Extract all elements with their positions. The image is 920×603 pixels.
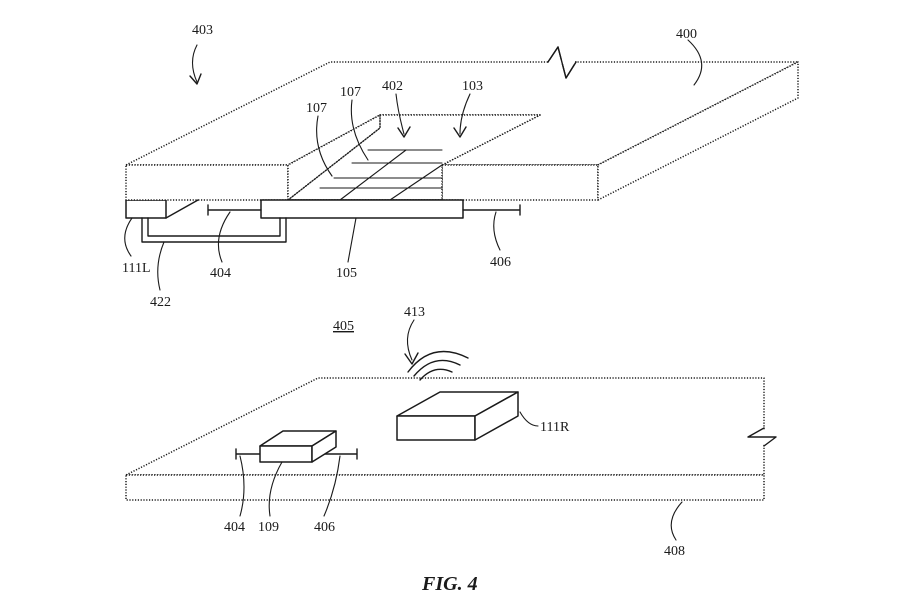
- label-404-top: 404: [210, 266, 231, 281]
- leader-400: [687, 39, 703, 86]
- label-400: 400: [676, 27, 697, 42]
- bracket-404-bottom: [235, 448, 263, 460]
- signal-arc-3: [407, 350, 469, 373]
- housing-left-front-face: [125, 164, 289, 201]
- bracket-404-top: [207, 204, 262, 216]
- leader-403: [191, 44, 198, 83]
- label-109: 109: [258, 520, 279, 535]
- label-107-a: 107: [306, 101, 327, 116]
- cell-grid-line-5: [389, 164, 443, 201]
- leader-413: [406, 319, 415, 361]
- chip-111R-front: [396, 415, 476, 441]
- chip-109-side: [311, 430, 337, 463]
- label-105: 105: [336, 266, 357, 281]
- label-422: 422: [150, 295, 171, 310]
- arrow-402-head: [397, 126, 411, 138]
- leader-111L: [124, 217, 133, 257]
- cell-grid-line-4: [339, 149, 407, 201]
- chip-109: [235, 430, 358, 463]
- label-403: 403: [192, 23, 213, 38]
- reference-labels: 403 400 107 107 402 103 111L 422 404 105…: [122, 23, 697, 595]
- wireless-signal-413: [407, 350, 469, 381]
- label-107-b: 107: [340, 85, 361, 100]
- housing-right-front-face: [441, 164, 599, 201]
- leader-111R: [519, 411, 539, 427]
- label-111L: 111L: [122, 261, 151, 276]
- leader-402: [395, 93, 405, 135]
- recess-back-wall: [287, 114, 541, 201]
- recess-103: [287, 114, 541, 201]
- leader-105: [347, 217, 357, 263]
- leader-422: [157, 241, 165, 291]
- label-406-bottom: 406: [314, 520, 335, 535]
- label-406-top: 406: [490, 255, 511, 270]
- circuit-layer-105: [141, 199, 521, 243]
- leader-103: [459, 93, 471, 135]
- housing-base-plate: [125, 199, 167, 219]
- chip-111R-side: [474, 391, 519, 441]
- signal-arc-2: [413, 359, 461, 377]
- chip-109-front: [259, 445, 313, 463]
- leader-107-b: [350, 99, 369, 161]
- housing-right-side-face: [597, 61, 799, 201]
- board-front-face: [125, 474, 765, 501]
- label-103: 103: [462, 79, 483, 94]
- board-105: [260, 199, 464, 219]
- leader-107-a: [316, 115, 333, 177]
- arrow-413-head: [404, 352, 419, 365]
- break-mark-bottom: [747, 427, 777, 447]
- signal-arc-1: [419, 368, 453, 381]
- recess-inner-left-wall: [287, 114, 381, 201]
- figure-caption: FIG. 4: [421, 573, 478, 595]
- leader-404-top: [217, 211, 231, 263]
- leader-406-top: [493, 211, 501, 251]
- leader-404-bottom: [239, 455, 245, 517]
- leader-406-bottom: [323, 455, 341, 517]
- label-405: 405: [333, 319, 354, 334]
- device-housing-400: [125, 46, 799, 219]
- label-408: 408: [664, 544, 685, 559]
- arrow-403-head: [189, 73, 202, 85]
- arrow-103-head: [453, 126, 467, 138]
- label-413: 413: [404, 305, 425, 320]
- label-111R: 111R: [540, 420, 570, 435]
- flex-connector-422: [141, 217, 287, 243]
- leader-408: [670, 501, 683, 541]
- chip-111R: [396, 391, 519, 441]
- bracket-406-top: [462, 204, 521, 216]
- leader-109: [268, 461, 283, 517]
- label-402: 402: [382, 79, 403, 94]
- leader-lines: [124, 39, 703, 541]
- label-404-bottom: 404: [224, 520, 245, 535]
